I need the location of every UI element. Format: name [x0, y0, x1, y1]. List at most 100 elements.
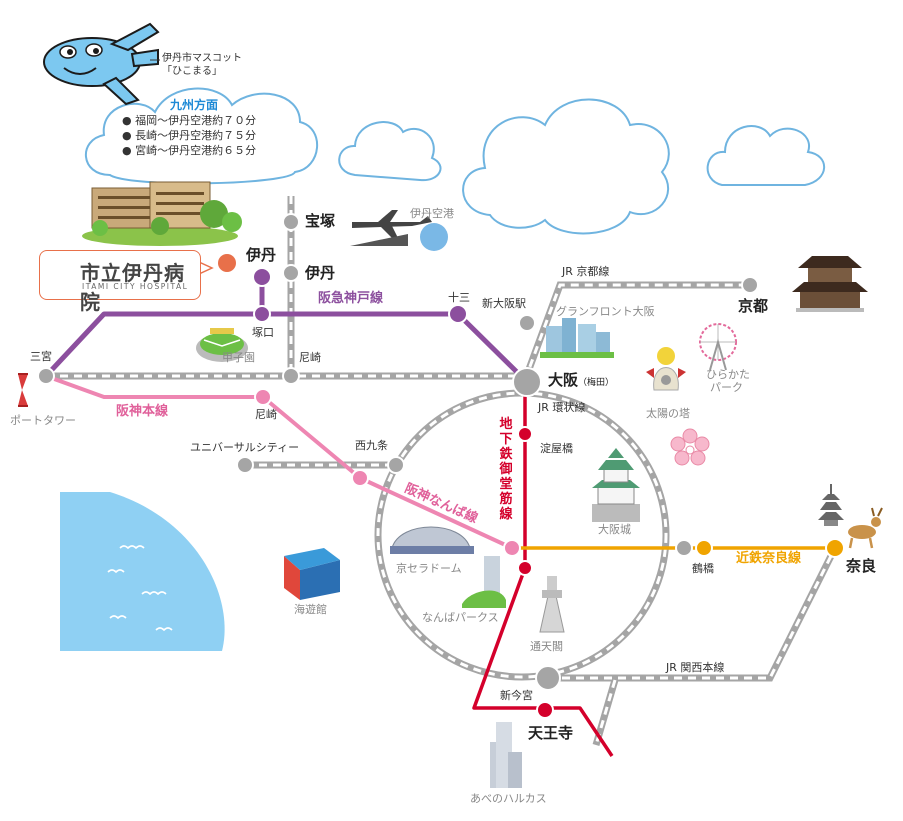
- landmark-label-kaiyukan: 海遊館: [294, 603, 327, 616]
- cloud-right: [706, 125, 826, 186]
- tower-of-the-sun-icon: [646, 347, 686, 391]
- station-usj-marker: [236, 456, 254, 474]
- hospital-name: 市立伊丹病院: [80, 261, 185, 314]
- station-label-nishikujo: 西九条: [355, 439, 388, 452]
- landmark-label-namba-parks: なんばパークス: [422, 611, 499, 624]
- tsutenkaku-icon: [539, 576, 565, 633]
- jr-tracks: [46, 196, 839, 746]
- nara-pagoda-icon: [818, 484, 844, 526]
- landmark-label-tsutenkaku: 通天閣: [530, 640, 563, 653]
- station-label-tsuruhashi: 鶴橋: [692, 562, 714, 575]
- station-label-osaka: 大阪（梅田）: [548, 372, 614, 389]
- landmark-label-kyocera-dome: 京セラドーム: [396, 562, 462, 575]
- landmark-label-itami-airport: 伊丹空港: [410, 207, 454, 220]
- hospital-sign: 市立伊丹病院 ITAMI CITY HOSPITAL: [39, 250, 201, 314]
- station-juso-marker: [448, 304, 468, 324]
- hospital-building-icon: [82, 181, 242, 246]
- line-label-midosuji: 地下鉄御堂筋線: [499, 417, 513, 522]
- station-namba-midosuji-marker: [517, 560, 533, 576]
- flight-note-title: 九州方面: [170, 98, 219, 112]
- station-label-tennoji: 天王寺: [528, 724, 574, 742]
- station-label-yodoyabashi: 淀屋橋: [540, 442, 573, 455]
- airplane-icon: [350, 210, 432, 246]
- station-label-usj: ユニバーサルシティー: [190, 441, 300, 454]
- hanshin-main-line: [45, 374, 362, 480]
- station-label-sannomiya: 三宮: [30, 350, 52, 363]
- kyoto-temple-icon: [792, 256, 868, 312]
- line-label-hankyu-kobe: 阪急神戸線: [318, 291, 384, 306]
- hanshin-namba-line: [359, 476, 513, 550]
- station-tsukaguchi-marker: [253, 305, 271, 323]
- line-label-jr-kansai: JR 関西本線: [666, 661, 725, 674]
- station-label-amagasaki-jr: 尼崎: [299, 351, 321, 364]
- station-amagasaki-jr-marker: [282, 367, 300, 385]
- ferris-wheel-icon: [699, 323, 737, 371]
- koshien-stadium-icon: [196, 328, 248, 362]
- line-label-jr-loop: JR 環状線: [538, 401, 586, 414]
- station-label-shin-osaka: 新大阪駅: [482, 297, 526, 310]
- station-tennoji-marker: [536, 701, 554, 719]
- kyocera-dome-icon: [390, 526, 474, 554]
- deer-icon: [848, 507, 883, 549]
- station-tsuruhashi-marker: [695, 539, 713, 557]
- namba-parks-icon: [462, 556, 506, 608]
- line-label-hanshin-main: 阪神本線: [116, 404, 169, 419]
- landmark-label-tower-of-the-sun: 太陽の塔: [646, 407, 690, 420]
- mascot-caption-line1: 伊丹市マスコット: [162, 53, 242, 64]
- osaka-castle-icon: [592, 448, 640, 522]
- station-takarazuka-marker: [282, 213, 300, 231]
- kaiyukan-icon: [284, 548, 340, 600]
- cloud-large: [462, 98, 670, 235]
- landmark-label-port-tower: ポートタワー: [10, 414, 76, 427]
- station-label-juso: 十三: [448, 291, 470, 304]
- station-label-itami-jr: 伊丹: [305, 264, 336, 282]
- abeno-harukas-icon: [490, 722, 522, 788]
- landmark-label-osaka-castle: 大阪城: [598, 523, 631, 536]
- flight-times-note: 九州方面 ● 福岡～伊丹空港約７０分 ● 長崎～伊丹空港約７５分 ● 宮崎～伊丹…: [122, 98, 256, 158]
- flight-note-item: ● 宮崎～伊丹空港約６５分: [122, 144, 257, 157]
- station-shin-imamiya-marker: [535, 665, 561, 691]
- station-amagasaki-hanshin-marker: [254, 388, 272, 406]
- landmark-label-koshien: 甲子園: [222, 351, 255, 364]
- grand-front-osaka-icon: [540, 318, 614, 358]
- station-label-tsukaguchi: 塚口: [252, 326, 274, 339]
- cloud-small-left: [338, 121, 442, 182]
- station-sannomiya-marker: [37, 367, 55, 385]
- flight-note-item: ● 長崎～伊丹空港約７５分: [122, 129, 257, 142]
- osaka-bay-sea: [60, 492, 225, 651]
- landmark-label-grand-front: グランフロント大阪: [556, 305, 655, 318]
- station-label-nara: 奈良: [846, 557, 877, 575]
- cloud-flights: [85, 87, 318, 185]
- station-label-kyoto: 京都: [738, 297, 769, 315]
- station-label-shin-imamiya: 新今宮: [500, 689, 533, 702]
- station-yodoyabashi-marker: [517, 426, 533, 442]
- line-label-jr-kyoto: JR 京都線: [562, 265, 610, 278]
- station-osaka-marker: [512, 367, 542, 397]
- station-kyoto-marker: [741, 276, 759, 294]
- port-tower-icon: [18, 373, 28, 407]
- station-osaka-name: 大阪: [548, 371, 579, 389]
- line-label-kintetsu-nara: 近鉄奈良線: [736, 551, 802, 566]
- station-shin-osaka-marker: [518, 314, 536, 332]
- landmark-label-abeno-harukas: あべのハルカス: [470, 792, 547, 805]
- hirakata-line2: パーク: [710, 381, 743, 394]
- clouds: [85, 87, 826, 235]
- midosuji-line: [472, 380, 614, 757]
- mascot-caption-line2: 「ひこまる」: [162, 66, 222, 77]
- station-nara-marker: [825, 538, 845, 558]
- station-itami-hankyu-marker: [252, 267, 272, 287]
- station-label-itami-hankyu: 伊丹: [246, 246, 277, 264]
- hospital-location-dot: [218, 254, 236, 272]
- hospital-bubble-tail: [198, 261, 214, 275]
- hospital-subtitle: ITAMI CITY HOSPITAL: [82, 282, 189, 291]
- station-osaka-sub: （梅田）: [578, 378, 615, 388]
- station-nishikujo-marker: [387, 456, 405, 474]
- hirakata-line1: ひらかた: [706, 368, 750, 381]
- landmark-label-hirakata-park: ひらかた パーク: [706, 368, 750, 394]
- mascot-caption: 伊丹市マスコット 「ひこまる」: [162, 52, 242, 78]
- sea-wave-icons: [107, 545, 173, 632]
- flight-note-item: ● 福岡～伊丹空港約７０分: [122, 114, 257, 127]
- station-namba-marker: [503, 539, 521, 557]
